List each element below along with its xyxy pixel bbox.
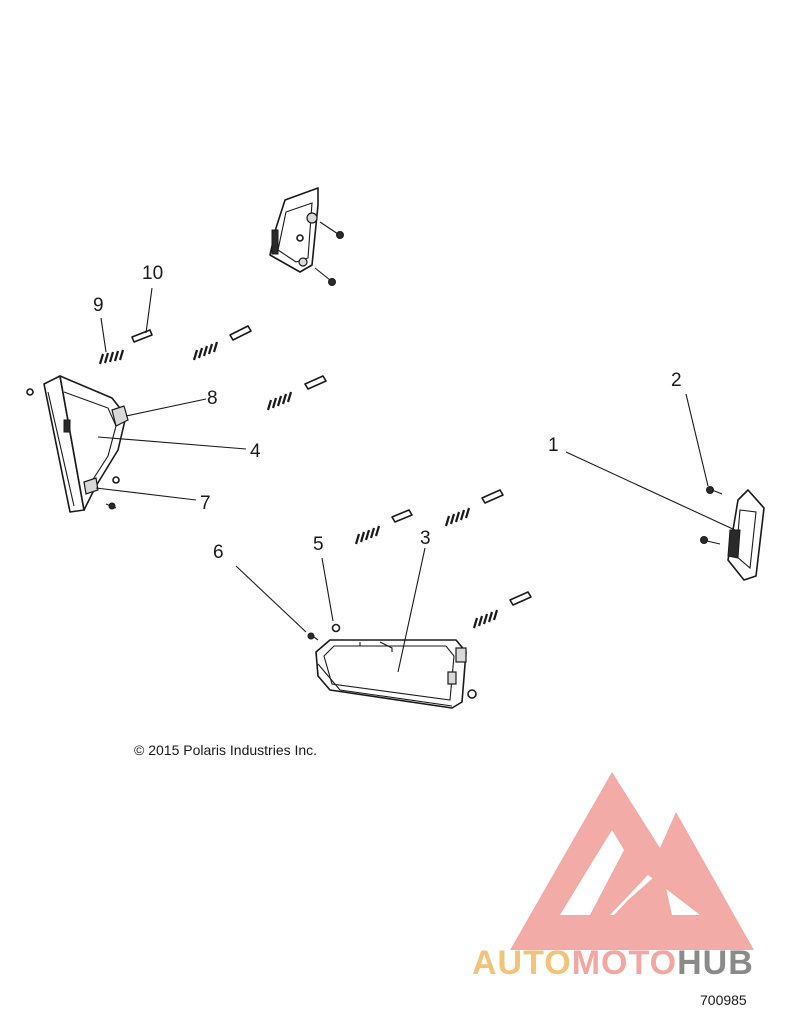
automotohub-logo	[510, 772, 754, 950]
spring-lower-right	[472, 609, 499, 629]
spring-upper-middle	[192, 341, 219, 361]
callout-6: 6	[213, 542, 224, 563]
callout-3: 3	[420, 528, 431, 549]
callout-9: 9	[93, 295, 104, 316]
pin-upper-middle	[229, 325, 252, 341]
automotohub-wordmark: AUTOMOTOHUB	[472, 944, 754, 983]
callout-labels: 10 9 8 4 7 2 1 3 5 6	[93, 263, 682, 563]
brand-moto: MOTO	[571, 944, 678, 982]
right-lamp-1	[700, 486, 765, 581]
callout-10: 10	[142, 263, 163, 284]
brand-hub: HUB	[677, 944, 754, 982]
left-headlight-4	[26, 375, 129, 513]
lower-headlight-3	[307, 623, 477, 709]
spring-lower-middle	[444, 507, 471, 527]
copyright-notice: © 2015 Polaris Industries Inc.	[134, 742, 318, 758]
callout-8: 8	[207, 388, 218, 409]
pin-lower-left	[391, 509, 413, 523]
callout-7: 7	[200, 493, 211, 514]
pin-lower-middle	[481, 489, 504, 504]
brand-auto: AUTO	[472, 944, 572, 982]
leader-lines	[95, 287, 736, 673]
document-number: 700985	[700, 992, 747, 1008]
callout-4: 4	[250, 441, 261, 462]
callout-5: 5	[313, 534, 324, 555]
pin-middle	[304, 375, 327, 390]
pin-lower-right	[509, 591, 532, 606]
spring-middle	[266, 391, 293, 411]
spring-lower-left	[354, 525, 381, 545]
callout-1: 1	[548, 435, 559, 456]
spring-9-left	[98, 349, 125, 365]
pin-10-left	[131, 329, 153, 343]
callout-2: 2	[671, 370, 682, 391]
mount-bracket	[269, 187, 344, 286]
